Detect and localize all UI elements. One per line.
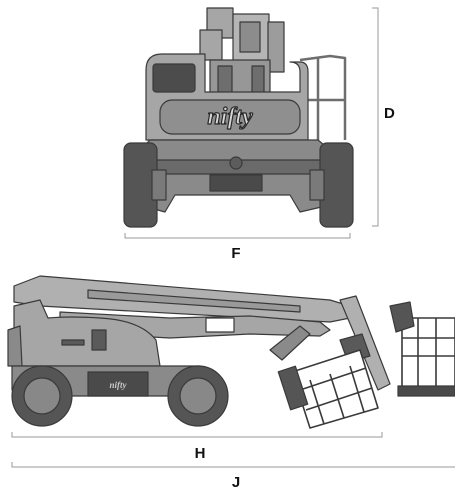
front-right-tyre	[319, 142, 354, 228]
chassis-brand-plate	[87, 371, 149, 397]
stowed-basket-control	[277, 365, 309, 411]
front-left-hub	[151, 169, 167, 201]
turret-handle	[61, 339, 85, 346]
turret-front-cap	[7, 325, 23, 367]
upper-boom-cylinder	[87, 289, 301, 313]
extended-basket-floor	[397, 385, 455, 397]
extended-basket	[401, 317, 455, 395]
lower-boom-window	[205, 317, 235, 333]
rear-wheel	[11, 365, 73, 427]
dimension-f-line	[124, 233, 351, 239]
dimension-label-f: F	[231, 245, 240, 262]
front-hitch	[209, 174, 263, 192]
front-mast-assembly	[199, 7, 285, 101]
dimension-lines	[11, 7, 455, 468]
dimension-label-h: H	[195, 445, 206, 462]
dimension-j-line	[11, 462, 455, 468]
dimension-label-j: J	[232, 474, 240, 491]
turret-body	[13, 299, 161, 367]
turret-door	[91, 329, 107, 351]
front-right-hub	[309, 169, 325, 201]
side-view-machine: nifty	[7, 275, 455, 429]
dimension-labels: D F H J	[195, 105, 395, 491]
front-pivot	[229, 156, 243, 170]
brand-logo: nifty	[207, 104, 253, 130]
front-window	[152, 63, 196, 93]
dimension-d-line	[372, 7, 379, 227]
dimension-h-line	[11, 432, 383, 438]
front-wheel	[167, 365, 229, 427]
stowed-basket-arm	[269, 325, 311, 361]
extended-basket-control	[389, 301, 415, 333]
front-brand-panel	[159, 99, 301, 135]
dimension-label-d: D	[384, 105, 395, 122]
chassis-brand-logo: nifty	[110, 380, 128, 390]
stowed-basket	[291, 349, 379, 429]
front-view-machine: nifty	[123, 7, 354, 228]
